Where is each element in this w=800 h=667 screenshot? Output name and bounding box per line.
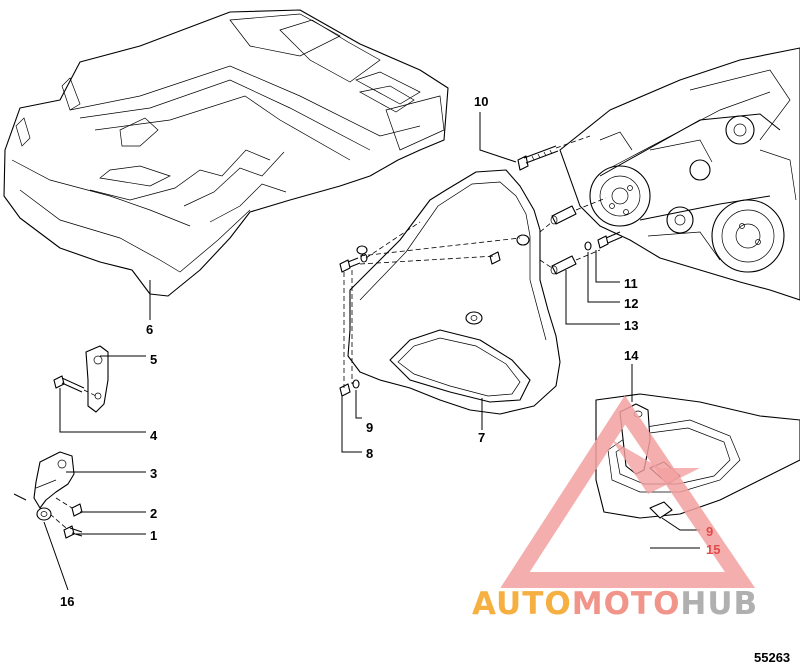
callout-8: 8 (366, 446, 373, 461)
nut-part (36, 507, 52, 521)
screw-part (339, 251, 501, 397)
watermark-text: AUTOMOTOHUB (472, 586, 758, 622)
bracket-part (85, 345, 109, 413)
callout-9-lower: 9 (706, 524, 713, 539)
watermark-text-hub: HUB (680, 586, 758, 622)
belt-guard-part (347, 169, 561, 415)
callout-2: 2 (150, 506, 157, 521)
engine-cover-part (3, 9, 449, 297)
stud-part (517, 145, 559, 171)
callout-4: 4 (150, 428, 158, 443)
callout-9-upper: 9 (366, 420, 373, 435)
callout-13: 13 (624, 318, 638, 333)
watermark-logo (500, 395, 756, 588)
callout-3: 3 (150, 466, 157, 481)
bracket-part-3 (33, 451, 75, 509)
callout-5: 5 (150, 352, 157, 367)
callout-15: 15 (706, 542, 720, 557)
engine-assembly (559, 47, 800, 301)
spacer-part-lower (550, 255, 577, 275)
callout-6: 6 (146, 322, 153, 337)
bolt-part-4 (53, 375, 85, 393)
watermark-text-moto: MOTO (572, 586, 681, 622)
spacer-part (550, 205, 577, 225)
washer-part (584, 241, 592, 251)
callout-14: 14 (624, 348, 639, 363)
bolt-part-1 (63, 525, 83, 539)
callout-11: 11 (624, 276, 638, 291)
callout-1: 1 (150, 528, 157, 543)
callout-7: 7 (478, 430, 485, 445)
figure-number: 55263 (754, 650, 790, 665)
callout-12: 12 (624, 296, 638, 311)
callout-10: 10 (474, 94, 488, 109)
screw-part-2 (71, 503, 83, 517)
watermark-text-auto: AUTO (472, 586, 572, 622)
callout-16: 16 (60, 594, 74, 609)
bolt-part (597, 231, 623, 249)
